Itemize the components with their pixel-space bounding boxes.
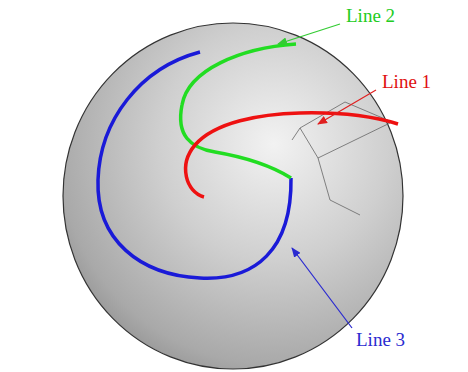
leader-line xyxy=(278,24,340,44)
line-label: Line 1 xyxy=(382,72,431,91)
line-label: Line 2 xyxy=(346,6,395,25)
line-label: Line 3 xyxy=(356,330,405,349)
leader-line xyxy=(318,90,376,124)
leader-line xyxy=(292,248,352,328)
line-2-curve xyxy=(181,44,296,178)
sphere-disc xyxy=(63,23,403,369)
line-1-curve xyxy=(186,113,398,197)
